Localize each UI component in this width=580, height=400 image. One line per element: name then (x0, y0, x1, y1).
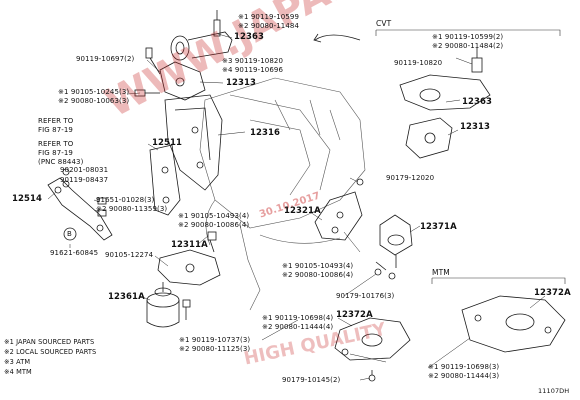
label-90179-10176: 90179-10176(3) (336, 292, 395, 300)
label-12514: 12514 (12, 194, 43, 204)
bracket-12316 (164, 94, 223, 191)
label-12321a: 12321A (284, 206, 321, 216)
label-90080-10063: ※2 90080-10063(3) (58, 97, 130, 105)
bracket-12313-left (145, 47, 206, 101)
bolt-b-callout (63, 227, 77, 241)
label-refer-2b: FIG 87-19 (38, 149, 73, 157)
label-90119-08437: 90119-08437 (60, 176, 109, 184)
label-90119-10599: ※1 90119-10599 (238, 13, 300, 21)
label-90119-10820-right: 90119-10820 (394, 59, 443, 67)
label-90119-10820-left: ※3 90119-10820 (222, 57, 284, 65)
bracket-12311a (157, 231, 221, 286)
label-90105-10245: ※1 90105-10245(3) (58, 88, 130, 96)
label-refer-1b: FIG 87-19 (38, 126, 73, 134)
label-90201-08031: 90201-08031 (60, 166, 109, 174)
diagram-id: 11107DH (538, 387, 570, 395)
legend-item-3: ※3 ATM (4, 358, 31, 366)
label-90119-10698-right: ※1 90119-10698(3) (428, 363, 500, 371)
bolt-90119-10737 (182, 299, 191, 320)
label-12363-top: 12363 (234, 32, 265, 42)
mtm-group (431, 277, 566, 284)
label-12372a-right: 12372A (534, 288, 571, 298)
label-90179-12020: 90179-12020 (386, 174, 435, 182)
label-12511: 12511 (152, 138, 183, 148)
label-mtm: MTM (432, 268, 450, 277)
engine-block-outline (199, 77, 366, 311)
label-90080-11484-right: ※2 90080-11484(2) (432, 42, 504, 50)
label-12361a: 12361A (108, 292, 145, 302)
label-90080-10086-b: ※2 90080-10086(4) (282, 271, 354, 279)
legend-item-1: ※1 JAPAN SOURCED PARTS (4, 338, 95, 346)
label-91621-60845: 91621-60845 (50, 249, 99, 257)
cvt-group (375, 29, 561, 36)
label-refer-2: REFER TO (38, 140, 74, 148)
label-90105-10493-b: ※1 90105-10493(4) (282, 262, 354, 270)
nut-90179-10145 (368, 370, 376, 382)
mount-12371a (379, 214, 413, 268)
label-cvt: CVT (376, 19, 392, 28)
mount-12372a-right (461, 295, 566, 353)
leader-lines (47, 33, 546, 381)
label-bolt-b: B (67, 230, 72, 238)
left-bolts (62, 89, 160, 217)
label-90179-10145: 90179-10145(2) (282, 376, 341, 384)
direction-arrow (313, 33, 361, 43)
label-12313-right: 12313 (460, 122, 491, 132)
legend-item-2: ※2 LOCAL SOURCED PARTS (4, 348, 97, 356)
bracket-12321a (314, 178, 364, 241)
label-12363-right: 12363 (462, 97, 493, 107)
label-90080-11484: ※2 90080-11484 (238, 22, 300, 30)
label-refer-2c: (PNC 88443) (38, 158, 84, 166)
label-90119-10599-right: ※1 90119-10599(2) (432, 33, 504, 41)
label-90119-10697: 90119-10697(2) (76, 55, 135, 63)
mount-12363-top (170, 10, 233, 61)
label-90119-10737: ※1 90119-10737(3) (179, 336, 251, 344)
label-90080-11125: ※2 90080-11125(3) (179, 345, 251, 353)
label-90119-10698-left: ※1 90119-10698(4) (262, 314, 334, 322)
legend-item-4: ※4 MTM (4, 368, 32, 376)
label-90105-12274: 90105-12274 (105, 251, 154, 259)
bracket-12313-right (405, 117, 453, 159)
label-90119-10696: ※4 90119-10696 (222, 66, 284, 74)
mount-12363-right (399, 48, 491, 111)
label-12372a-left: 12372A (336, 310, 373, 320)
label-90080-11444-left: ※2 90080-11444(4) (262, 323, 334, 331)
mount-12361a (146, 282, 180, 328)
label-12311a: 12311A (171, 240, 208, 250)
label-90080-10086-a: ※2 90080-10086(4) (178, 221, 250, 229)
label-12371a: 12371A (420, 222, 457, 232)
label-90080-11444-right: ※2 90080-11444(3) (428, 372, 500, 380)
label-12316: 12316 (250, 128, 281, 138)
label-12313-left: 12313 (226, 78, 257, 88)
label-91651-01028: 91651-01028(3) (96, 196, 155, 204)
bracket-12511 (149, 144, 181, 216)
mount-12372a-left (334, 317, 411, 361)
label-90105-10493-a: ※1 90105-10493(4) (178, 212, 250, 220)
nut-90179-10176 (374, 261, 396, 280)
label-refer-1: REFER TO (38, 117, 74, 125)
label-90080-11359: ※2 90080-11359(3) (96, 205, 168, 213)
